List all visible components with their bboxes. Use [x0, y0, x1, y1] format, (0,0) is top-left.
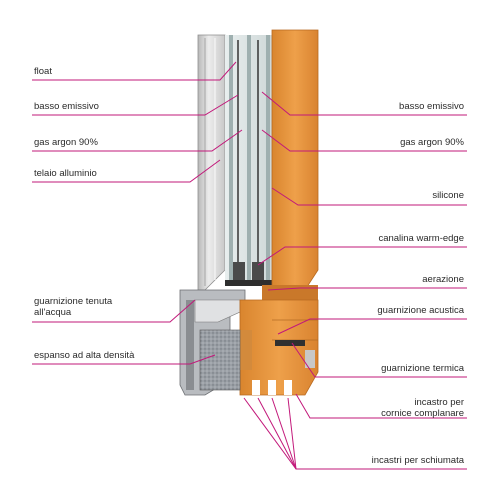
- leader-guarnizione-termica: [291, 342, 467, 378]
- label-guarnizione-acustica: guarnizione acustica: [377, 305, 464, 316]
- label-incastri: incastri per schiumata: [371, 455, 464, 466]
- foam-insert: [199, 329, 241, 391]
- leader-incastri-3: [271, 397, 297, 470]
- leader-silicone: [271, 187, 467, 206]
- leader-telaio-alluminio: [32, 159, 221, 183]
- leader-incastro: [295, 393, 467, 419]
- leader-canalina: [257, 246, 467, 266]
- leader-aerazione: [267, 287, 467, 291]
- label-silicone: silicone: [432, 190, 464, 201]
- label-float: float: [34, 66, 52, 77]
- wooden-sash: [239, 29, 319, 396]
- leader-incastri-4: [287, 397, 297, 470]
- leader-basso-emissivo-right: [261, 91, 467, 116]
- leader-guarnizione-tenuta: [32, 299, 196, 323]
- leader-float: [32, 61, 237, 81]
- label-guarnizione-termica: guarnizione termica: [381, 363, 464, 374]
- leader-lines: [32, 61, 467, 470]
- label-canalina: canalina warm-edge: [378, 233, 464, 244]
- leader-gas-argon-right: [261, 129, 467, 152]
- glazing-unit: [225, 35, 272, 286]
- label-telaio-alluminio: telaio alluminio: [34, 168, 97, 179]
- label-basso-emissivo-left: basso emissivo: [34, 101, 99, 112]
- label-espanso: espanso ad alta densità: [34, 350, 135, 361]
- label-basso-emissivo-right: basso emissivo: [399, 101, 464, 112]
- label-gas-argon-left: gas argon 90%: [34, 137, 98, 148]
- leader-incastri-2: [257, 397, 297, 470]
- leader-guarnizione-acustica: [277, 318, 467, 335]
- leader-espanso: [32, 354, 216, 365]
- leader-gas-argon-left: [32, 129, 243, 152]
- leader-basso-emissivo-left: [32, 94, 239, 116]
- label-gas-argon-right: gas argon 90%: [400, 137, 464, 148]
- label-guarnizione-tenuta: guarnizione tenuta all'acqua: [34, 296, 113, 318]
- label-aerazione: aerazione: [422, 274, 464, 285]
- label-incastro: incastro per cornice complanare: [381, 397, 464, 419]
